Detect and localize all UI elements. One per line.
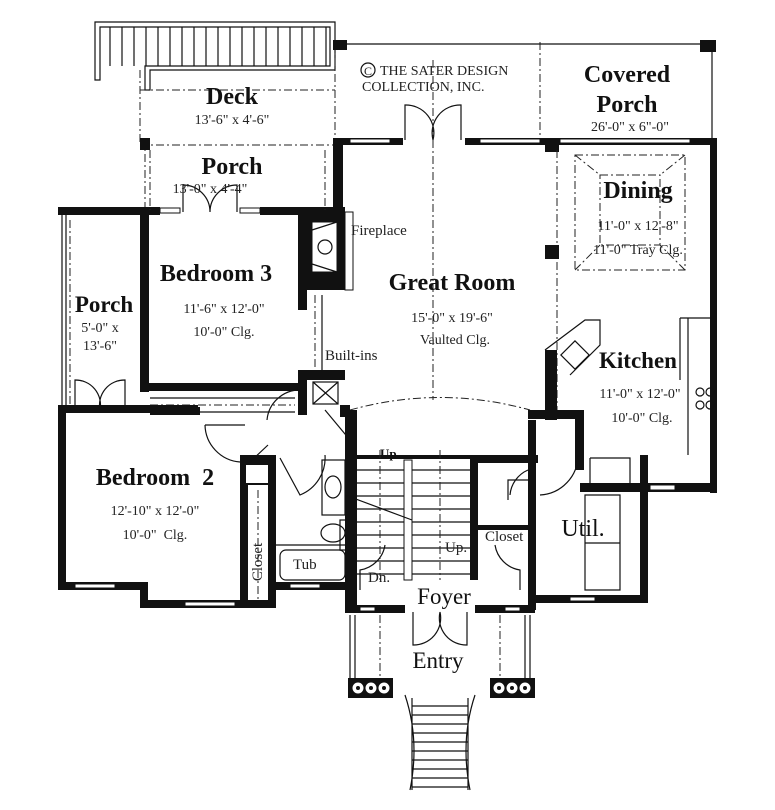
stair-down-label: Dn. — [368, 570, 390, 586]
covered-porch-dims: 26'-0" x 6"-0" — [591, 120, 669, 135]
bedroom3-dims: 11'-6" x 12'-0" — [183, 302, 264, 317]
side-porch-dims-1: 5'-0" x — [81, 321, 118, 336]
copyright-line1: THE SATER DESIGN — [380, 64, 508, 79]
entry-steps — [404, 694, 476, 791]
side-porch-dims-2: 13'-6" — [83, 339, 117, 354]
bedroom3-ceiling: 10'-0" Clg. — [193, 325, 254, 340]
deck-label: Deck — [206, 84, 259, 110]
fireplace-label: Fireplace — [351, 223, 407, 239]
bedroom3-label: Bedroom 3 — [160, 261, 272, 287]
dining-ceiling: 11'-0" Tray Clg. — [593, 243, 683, 258]
deck-dims: 13'-6" x 4'-6" — [195, 113, 270, 128]
dining-dims: 11'-0" x 12'-8" — [597, 219, 678, 234]
stair-up-label-lower: Up. — [445, 540, 467, 556]
copyright: C THE SATER DESIGN COLLECTION, INC. — [360, 62, 508, 95]
bedroom2-label: Bedroom 2 — [96, 465, 214, 491]
side-porch-label: Porch — [75, 292, 134, 317]
great-room-dims: 15'-0" x 19'-6" — [411, 311, 493, 326]
util-label: Util. — [561, 516, 604, 542]
foyer-label: Foyer — [417, 584, 471, 609]
great-room-label: Great Room — [389, 270, 516, 296]
exterior-stair — [94, 21, 336, 91]
dining-label: Dining — [603, 178, 672, 204]
kitchen-ceiling: 10'-0" Clg. — [611, 411, 672, 426]
covered-porch-label-1: Covered — [584, 62, 671, 88]
bedroom2-ceiling: 10'-0" Clg. — [123, 528, 188, 543]
foyer-closet-label: Closet — [485, 529, 524, 545]
builtins-label: Built-ins — [325, 348, 378, 364]
kitchen-dims: 11'-0" x 12'-0" — [599, 387, 680, 402]
entry-label: Entry — [412, 648, 464, 673]
rear-porch-label: Porch — [202, 154, 263, 180]
tub-label: Tub — [293, 557, 317, 573]
copyright-line2: COLLECTION, INC. — [362, 80, 485, 95]
great-room-ceiling: Vaulted Clg. — [420, 333, 490, 348]
bedroom2-dims: 12'-10" x 12'-0" — [111, 504, 200, 519]
kitchen-label: Kitchen — [599, 348, 677, 373]
stair-up-label: Up. — [380, 446, 400, 461]
covered-porch-label-2: Porch — [597, 92, 658, 118]
rear-porch-dims: 13'-0" x 4'-4" — [173, 182, 248, 197]
bedroom2-closet-label: Closet — [250, 542, 266, 581]
copyright-symbol: C — [364, 64, 372, 78]
